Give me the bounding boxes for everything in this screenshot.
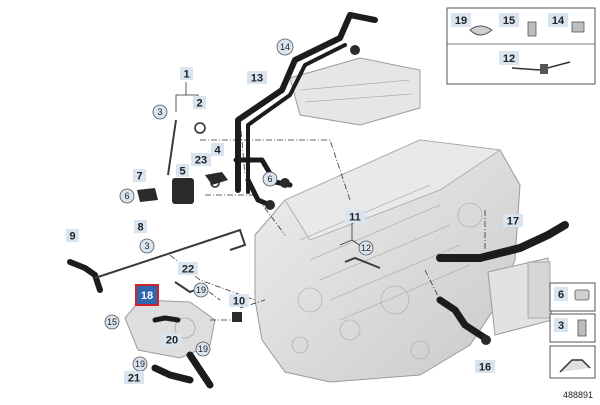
callout-19b: 19 <box>195 341 211 357</box>
callout-number: 18 <box>141 290 153 302</box>
callout-14-inset: 14 <box>548 13 568 27</box>
callout-1: 1 <box>180 67 193 81</box>
callout-21: 21 <box>124 371 144 385</box>
callout-18: 18 <box>135 284 159 306</box>
callout-19-inset: 19 <box>451 13 471 27</box>
callout-3a: 3 <box>152 104 168 120</box>
callout-16: 16 <box>475 360 495 374</box>
callout-number: 20 <box>166 335 178 347</box>
callout-12a: 12 <box>358 240 374 256</box>
callout-3b: 3 <box>139 238 155 254</box>
callout-13: 13 <box>247 71 267 85</box>
callout-number: 12 <box>361 243 371 253</box>
callout-20: 20 <box>162 333 182 347</box>
callout-number: 17 <box>507 216 519 228</box>
callout-labels: 1 2 3 4 23 5 7 6 8 3 9 13 14 6 11 12 17 … <box>66 13 568 385</box>
callout-19a: 19 <box>193 282 209 298</box>
callout-number: 19 <box>455 15 467 27</box>
callout-number: 22 <box>182 264 194 276</box>
callout-2: 2 <box>193 96 206 110</box>
callout-number: 19 <box>198 344 208 354</box>
callout-number: 2 <box>196 98 202 110</box>
callout-8: 8 <box>134 220 147 234</box>
callout-17: 17 <box>503 214 523 228</box>
callout-7: 7 <box>133 169 146 183</box>
callout-5: 5 <box>176 164 189 178</box>
callout-number: 3 <box>144 241 149 251</box>
callout-number: 19 <box>135 359 145 369</box>
oil-filter-housing <box>487 257 553 336</box>
callout-9: 9 <box>66 229 79 243</box>
callout-number: 16 <box>479 362 491 374</box>
callout-number: 15 <box>107 317 117 327</box>
callout-number: 1 <box>183 69 189 81</box>
callout-number: 7 <box>136 171 142 183</box>
callout-number: 14 <box>280 42 290 52</box>
callout-6-inset: 6 <box>554 287 568 301</box>
callout-23: 23 <box>191 153 211 167</box>
callout-number: 23 <box>195 155 207 167</box>
callout-15-inset: 15 <box>499 13 519 27</box>
callout-number: 3 <box>157 107 162 117</box>
callout-number: 9 <box>69 231 75 243</box>
callout-number: 6 <box>267 174 272 184</box>
callout-number: 10 <box>233 296 245 308</box>
callout-number: 15 <box>503 15 515 27</box>
callout-22: 22 <box>178 262 198 276</box>
callout-14a: 14 <box>276 38 294 56</box>
callout-number: 8 <box>137 222 143 234</box>
callout-number: 12 <box>503 53 515 65</box>
callout-number: 3 <box>558 320 564 332</box>
callout-3-inset: 3 <box>554 318 568 332</box>
callout-15a: 15 <box>104 314 120 330</box>
callout-number: 6 <box>558 289 564 301</box>
callout-12-inset: 12 <box>499 51 519 65</box>
callout-19c: 19 <box>132 356 148 372</box>
callout-number: 5 <box>179 166 185 178</box>
callout-number: 11 <box>349 212 361 224</box>
callout-number: 4 <box>214 145 221 157</box>
hoses <box>67 12 569 389</box>
diagram-id: 488891 <box>563 390 593 400</box>
callout-number: 13 <box>251 73 263 85</box>
small-parts <box>137 45 491 345</box>
callout-number: 19 <box>196 285 206 295</box>
callout-number: 21 <box>128 373 140 385</box>
callout-6a: 6 <box>119 188 135 204</box>
callout-6b: 6 <box>262 171 278 187</box>
intake-manifold <box>289 57 421 126</box>
callout-number: 6 <box>124 191 129 201</box>
callout-4: 4 <box>211 143 224 157</box>
callout-number: 14 <box>552 15 565 27</box>
callout-11: 11 <box>345 210 365 224</box>
fastener-inset <box>446 7 596 85</box>
callout-10: 10 <box>229 294 249 308</box>
